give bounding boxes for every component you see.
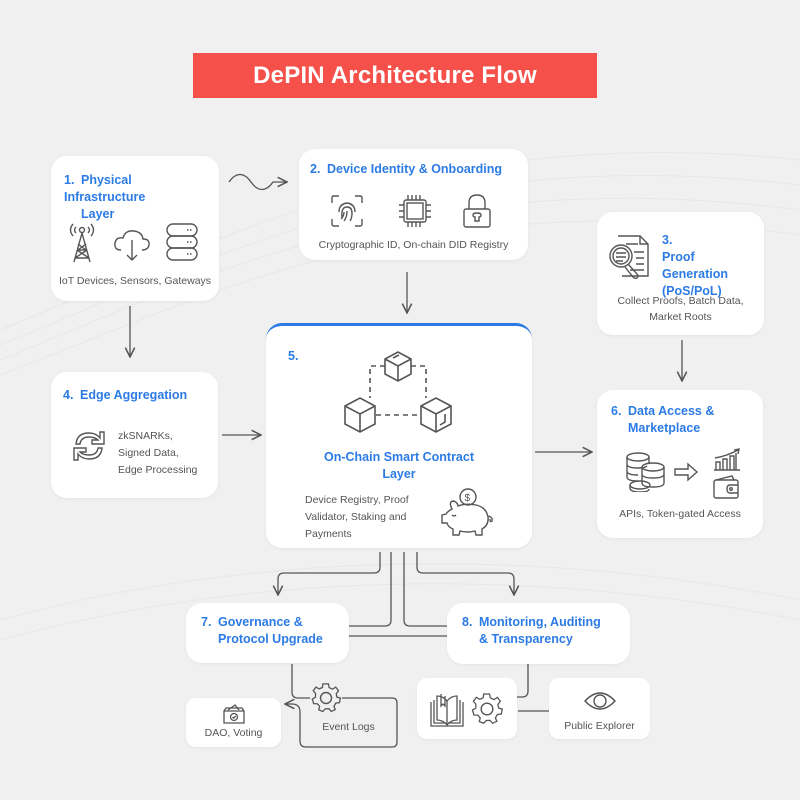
node-description: Device Registry, Proof Validator, Stakin… (305, 494, 409, 540)
event-logs-outline (285, 697, 398, 748)
node-title: 6.Data Access & Marketplace (611, 404, 715, 435)
subnode-label: DAO, Voting (204, 727, 263, 739)
data-stack-icon (625, 452, 667, 492)
edge-5-7 (278, 552, 381, 595)
ballot-box-icon (222, 703, 246, 725)
edge-5-8 (416, 552, 514, 595)
node-data-access-marketplace[interactable]: 6.Data Access & Marketplace APIs, To (597, 390, 763, 538)
node-title: On-Chain Smart Contract Layer (323, 450, 474, 481)
subnode-dao-voting[interactable]: DAO, Voting (186, 698, 281, 747)
node-device-identity[interactable]: 2.Device Identity & Onboarding Cryptogra… (299, 149, 528, 260)
piggy-bank-icon: $ (438, 487, 498, 539)
cloud-download-icon (113, 228, 151, 262)
page-title: DePIN Architecture Flow (253, 61, 537, 89)
node-description: Collect Proofs, Batch Data, Market Roots (617, 295, 744, 323)
subnode-event-logs[interactable]: Event Logs (300, 682, 397, 747)
edge-8-audit (517, 664, 529, 698)
node-title: 4.Edge Aggregation (63, 388, 188, 402)
eye-icon (583, 689, 617, 713)
book-icon (429, 692, 465, 728)
edge-5-8-trunk (403, 552, 447, 627)
node-number: 5. (288, 349, 299, 363)
blockchain-cubes-icon (342, 346, 454, 446)
node-title: 3. Proof Generation (PoS/PoL) (662, 233, 728, 298)
node-title: 7.Governance & Protocol Upgrade (201, 615, 323, 646)
node-physical-infrastructure[interactable]: 1.Physical Infrastructure Layer IoT Devi… (51, 156, 219, 301)
edge-1-2 (228, 173, 287, 191)
edge-5-7-trunk (349, 552, 392, 627)
subnode-label: Event Logs (322, 721, 375, 733)
node-title: 2.Device Identity & Onboarding (310, 162, 503, 176)
database-icon (165, 222, 199, 262)
gear-icon (310, 682, 342, 714)
chart-growth-icon (712, 448, 742, 472)
node-description: IoT Devices, Sensors, Gateways (58, 275, 212, 287)
node-description: Cryptographic ID, On-chain DID Registry (318, 239, 509, 251)
arrow-right-icon (673, 462, 699, 482)
node-edge-aggregation[interactable]: 4.Edge Aggregation zkSNARKs, Signed Data… (51, 372, 218, 498)
node-proof-generation[interactable]: 3. Proof Generation (PoS/PoL) Collect Pr… (597, 212, 764, 335)
subnode-public-explorer[interactable]: Public Explorer (549, 678, 650, 739)
edge-7-eventlogs (291, 664, 310, 699)
node-governance[interactable]: 7.Governance & Protocol Upgrade (186, 603, 349, 663)
node-title: 1.Physical Infrastructure Layer (64, 173, 146, 221)
lock-icon (462, 193, 492, 229)
chip-icon (398, 193, 432, 229)
gear-icon (470, 692, 504, 726)
cell-tower-icon (65, 220, 99, 264)
node-on-chain-smart-contract[interactable]: 5. On-Chain Smart Contract Layer Device … (266, 323, 532, 548)
node-description: APIs, Token-gated Access (619, 508, 741, 520)
svg-text:$: $ (465, 493, 471, 504)
subnode-audit-tools[interactable] (417, 678, 517, 739)
wallet-icon (712, 474, 742, 500)
fingerprint-icon (329, 193, 365, 229)
title-banner: DePIN Architecture Flow (193, 53, 597, 98)
subnode-label: Public Explorer (564, 720, 635, 732)
node-description: zkSNARKs, Signed Data, Edge Processing (118, 430, 198, 476)
node-monitoring-auditing[interactable]: 8.Monitoring, Auditing & Transparency (447, 603, 630, 664)
sync-icon (71, 428, 107, 464)
document-search-icon (604, 232, 654, 282)
node-title: 8.Monitoring, Auditing & Transparency (462, 615, 601, 646)
